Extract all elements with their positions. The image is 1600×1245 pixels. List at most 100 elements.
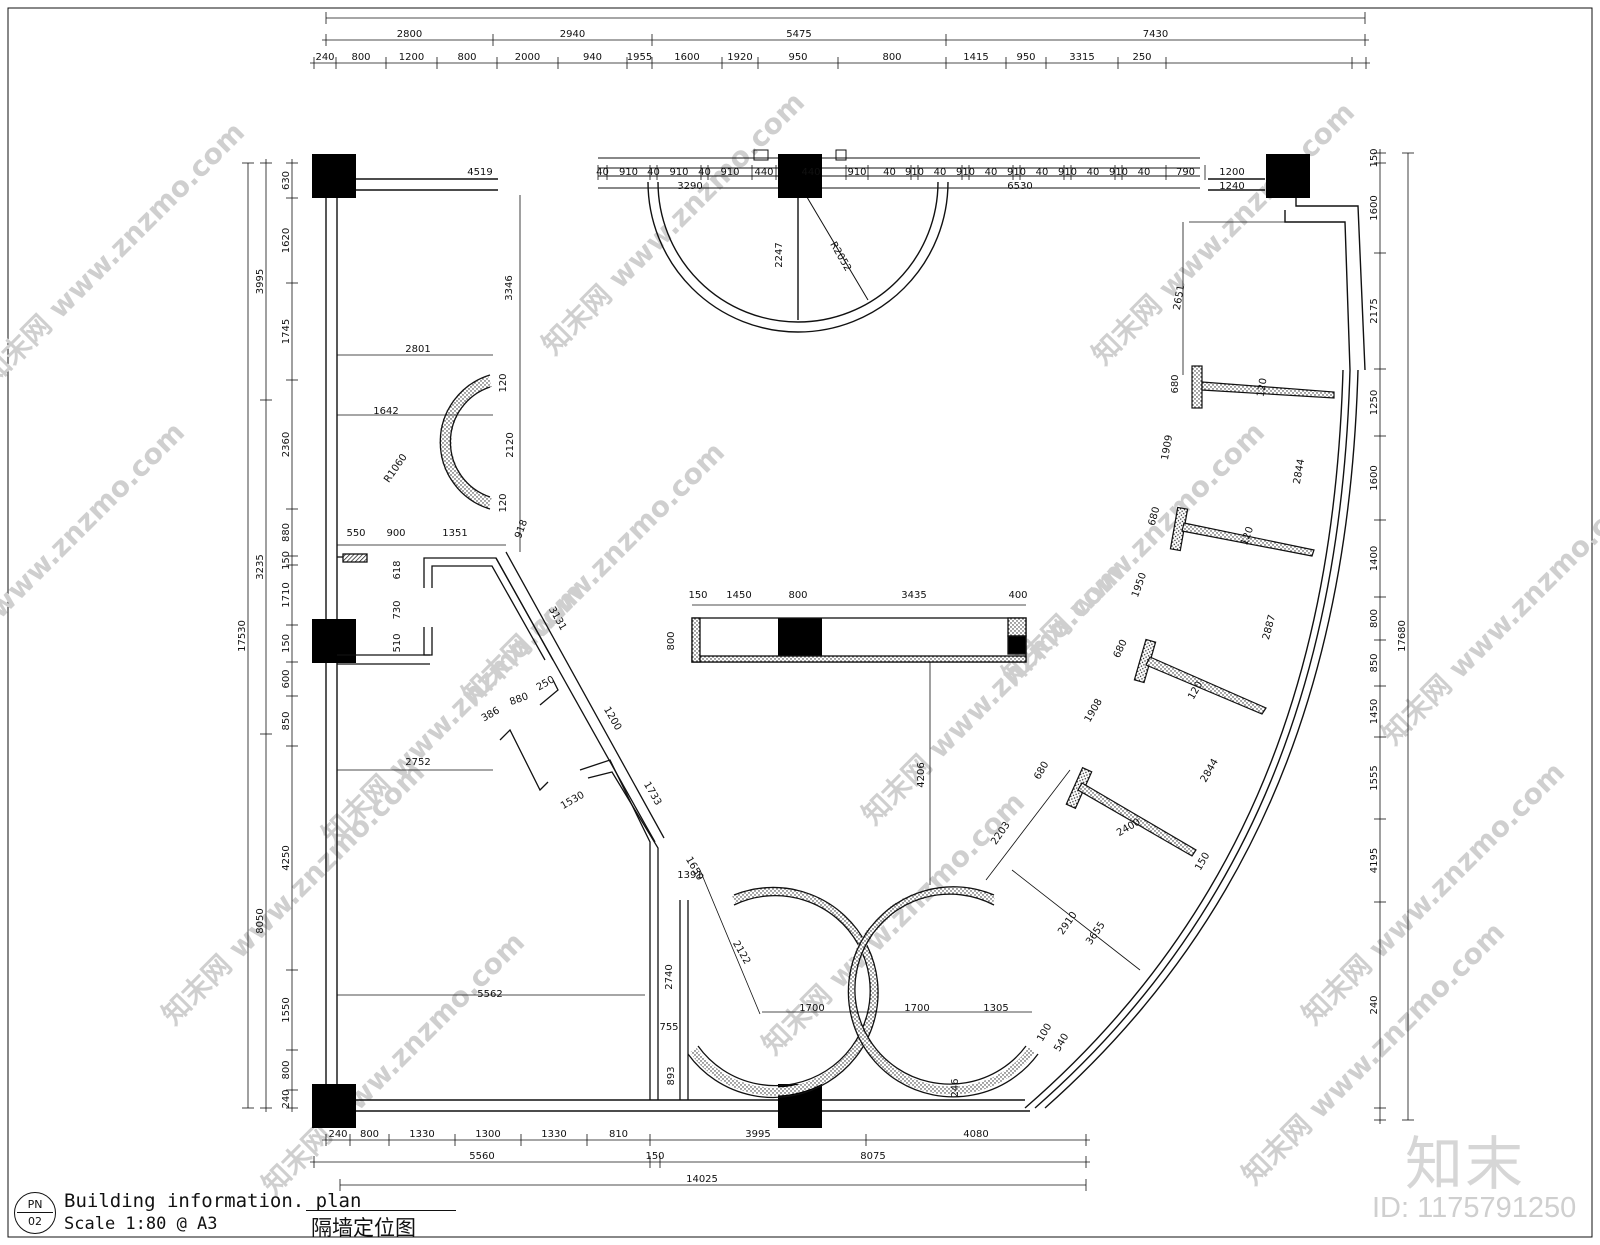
- interior-dimension-label: 3435: [901, 590, 926, 601]
- interior-dimension-label: 618: [392, 560, 403, 579]
- plan-title: Building information. plan: [64, 1190, 362, 1212]
- facade-span-label: 910: [905, 167, 924, 178]
- interior-dimension-label: 2740: [664, 964, 675, 989]
- dim-right-inner-label: 1450: [1369, 699, 1380, 724]
- dim-left-inner-label: 2360: [281, 432, 292, 457]
- interior-dimension-label: 120: [498, 493, 509, 512]
- interior-dimension-label: 2844: [1292, 458, 1307, 485]
- interior-dimension-label: 150: [1193, 851, 1212, 873]
- interior-dimension-label: 2120: [505, 432, 516, 457]
- facade-span-label: 910: [1058, 167, 1077, 178]
- interior-dimension-label: 1642: [373, 406, 398, 417]
- interior-dimension-label: 1351: [442, 528, 467, 539]
- brand-id-text: ID: 1175791250: [1372, 1192, 1577, 1224]
- interior-dimension-label: 3346: [504, 275, 515, 300]
- dim-bottom-mid-label: 8075: [860, 1151, 885, 1162]
- dim-top-inner-label: 800: [351, 52, 370, 63]
- interior-dimension-label: 2801: [405, 344, 430, 355]
- dim-left-inner-label: 240: [281, 1089, 292, 1108]
- dim-left-outer-label: 3235: [255, 554, 266, 579]
- dim-left-inner-label: 600: [281, 669, 292, 688]
- interior-dimension-label: 5562: [477, 989, 502, 1000]
- dim-top-inner-label: 800: [882, 52, 901, 63]
- facade-span-label: 910: [720, 167, 739, 178]
- facade-span-label: 910: [1109, 167, 1128, 178]
- dim-right-inner-label: 1600: [1369, 195, 1380, 220]
- facade-total-label: 4519: [467, 167, 492, 178]
- plan-scale: Scale 1:80 @ A3: [64, 1214, 218, 1234]
- watermark-text: 知末网 www.znzmo.com: [1375, 475, 1600, 751]
- dim-bottom-inner-label: 800: [360, 1129, 379, 1140]
- dim-left-inner-label: 4250: [281, 845, 292, 870]
- interior-dimension-label: 1700: [904, 1003, 929, 1014]
- badge-divider: [17, 1212, 53, 1213]
- curved-entry: [647, 181, 949, 333]
- dim-right-inner-label: 1250: [1369, 390, 1380, 415]
- interior-dimension-label: 1450: [726, 590, 751, 601]
- interior-dimension-line: [985, 769, 1071, 881]
- dim-top-inner-label: 1200: [399, 52, 424, 63]
- brand-logo: 知末: [1405, 1130, 1526, 1198]
- dim-left-inner-label: 1550: [281, 997, 292, 1022]
- dim-left-inner-label: 150: [281, 551, 292, 570]
- facade-span-label: 440: [754, 167, 773, 178]
- facade-span-label: 40: [647, 167, 660, 178]
- facade-span-label: 40: [596, 167, 609, 178]
- interior-dimension-label: 680: [1170, 374, 1181, 393]
- plan-number-badge: PN 02: [14, 1192, 56, 1234]
- dim-bottom-total-label: 14025: [686, 1174, 718, 1185]
- facade-span-label: 910: [1007, 167, 1026, 178]
- interior-dimension-label: 250: [535, 674, 557, 693]
- watermark-text: 知末网 www.znzmo.com: [0, 115, 251, 391]
- interior-dimension-label: 4206: [916, 762, 927, 787]
- dim-top-inner-label: 3315: [1069, 52, 1094, 63]
- dim-left-inner-label: 800: [281, 1060, 292, 1079]
- interior-dimension-label: 2651: [1172, 284, 1187, 311]
- title-block: PN 02 Building information. plan Scale 1…: [6, 1190, 476, 1242]
- watermark-text: 知末网 www.znzmo.com: [155, 755, 431, 1031]
- interior-dimension-label: 2752: [405, 757, 430, 768]
- dim-left-inner-label: 1710: [281, 582, 292, 607]
- dim-top-inner-label: 2000: [515, 52, 540, 63]
- dim-top-inner-label: 1955: [627, 52, 652, 63]
- interior-dimension-label: 900: [386, 528, 405, 539]
- circular-displays: [687, 886, 1039, 1099]
- dim-bottom-inner-label: 3995: [745, 1129, 770, 1140]
- facade-span-label: 40: [1138, 167, 1151, 178]
- interior-dimension-label: 3655: [1084, 920, 1108, 947]
- interior-dimension-label: 893: [666, 1066, 677, 1085]
- interior-dimension-label: 120: [498, 373, 509, 392]
- facade-span-label: 790: [1176, 167, 1195, 178]
- interior-dimension-label: 755: [659, 1022, 678, 1033]
- interior-dimension-label: 680: [1112, 638, 1130, 660]
- watermark-text: 知末网 www.znzmo.com: [755, 785, 1031, 1061]
- dim-left-inner-label: 630: [281, 171, 292, 190]
- interior-dimension-label: 1391: [677, 870, 702, 881]
- dim-left-outer-label: 8050: [255, 908, 266, 933]
- dim-right-inner-label: 1400: [1369, 546, 1380, 571]
- dim-left-total-label: 17530: [237, 620, 248, 652]
- dim-top-outer-label: 7430: [1143, 29, 1168, 40]
- interior-partitions: [337, 374, 1027, 1100]
- dim-top-inner-label: 240: [315, 52, 334, 63]
- interior-dimension-label: 1909: [1160, 434, 1175, 461]
- facade-span-label: 40: [883, 167, 896, 178]
- interior-dimension-label: 1200: [601, 705, 623, 733]
- facade-span-label: 40: [934, 167, 947, 178]
- dim-bottom-mid-label: 5560: [469, 1151, 494, 1162]
- dim-top-inner-label: 950: [788, 52, 807, 63]
- t-shaped-fixtures: [1065, 365, 1335, 857]
- dim-left-inner-label: 150: [281, 634, 292, 653]
- dim-right-inner-label: 150: [1369, 148, 1380, 167]
- facade-span-label: 40: [1036, 167, 1049, 178]
- dim-top-outer-label: 5475: [786, 29, 811, 40]
- interior-dimension-label: 1305: [983, 1003, 1008, 1014]
- dim-left-outer-label: 3995: [255, 269, 266, 294]
- interior-dimension-label: 2910: [1056, 910, 1080, 937]
- dim-top-inner-label: 950: [1016, 52, 1035, 63]
- dim-bottom-mid-label: 150: [645, 1151, 664, 1162]
- facade-span-label: 40: [1087, 167, 1100, 178]
- dim-bottom-inner-label: 1330: [409, 1129, 434, 1140]
- facade-span-label: 440: [801, 167, 820, 178]
